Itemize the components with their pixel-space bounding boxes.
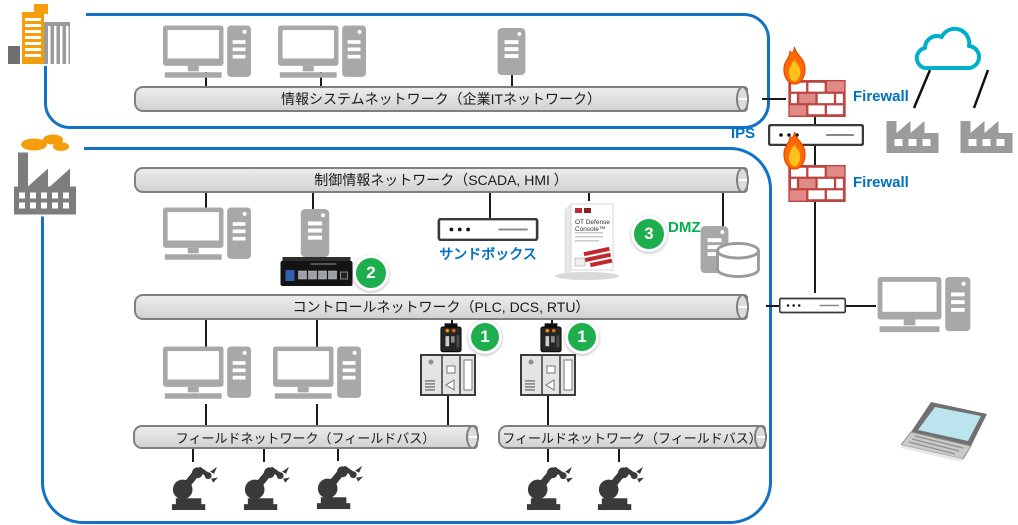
plc-device-icon (420, 354, 476, 396)
connector-line (320, 72, 322, 87)
connector-line (766, 305, 779, 307)
control-network-bus-label: コントロールネットワーク（PLC, DCS, RTU） (292, 299, 590, 315)
badge-2: 2 (353, 255, 389, 291)
scada-network-bus: 制御情報ネットワーク（SCADA, HMI ） (134, 167, 749, 193)
ot-defense-console-box-title: OT Defense Console™ (575, 219, 610, 234)
sandbox-label: サンドボックス (439, 246, 537, 262)
connector-line (337, 447, 339, 461)
connector-line (547, 449, 549, 462)
cloud-factory-links (912, 69, 990, 109)
desktop-computer-icon (876, 277, 972, 335)
database-cylinder-icon (714, 242, 762, 279)
connector-line (192, 449, 194, 462)
badge-1-left: 1 (468, 320, 502, 354)
flame-icon (779, 131, 810, 171)
desktop-computer-icon (273, 346, 361, 402)
connector-line (814, 202, 816, 293)
connector-line (722, 193, 724, 227)
connector-line (451, 320, 453, 325)
firewall-bottom-label: Firewall (853, 174, 909, 191)
connector-line (588, 193, 590, 201)
connector-line (205, 193, 207, 208)
connector-line (846, 305, 876, 307)
server-tower-icon (497, 28, 526, 75)
robot-arm-icon (166, 462, 219, 511)
connector-line (814, 146, 816, 166)
robot-arm-icon (521, 462, 574, 511)
connector-line (511, 74, 513, 87)
badge-3: 3 (631, 216, 667, 252)
ot-zone-border (41, 147, 772, 524)
robot-arm-icon (592, 462, 645, 511)
desktop-computer-icon (163, 207, 251, 263)
server-tower-icon (300, 209, 330, 257)
connector-line (205, 404, 207, 425)
cloud-icon (903, 22, 989, 76)
desktop-computer-icon (163, 25, 251, 81)
it-zone-border (44, 13, 770, 129)
connector-line (618, 449, 620, 462)
robot-arm-icon (238, 462, 291, 511)
scada-network-bus-label: 制御情報ネットワーク（SCADA, HMI ） (314, 172, 568, 188)
dmz-label: DMZ (668, 219, 701, 236)
it-network-bus: 情報システムネットワーク（企業ITネットワーク） (134, 86, 749, 112)
remote-factory-icon (884, 107, 941, 155)
robot-arm-icon (311, 460, 364, 511)
factory-icon (4, 130, 84, 217)
edge-ips-device-icon (540, 323, 562, 353)
connector-line (316, 320, 318, 348)
field-network-bus-left-label: フィールドネットワーク（フィールドバス） (175, 430, 436, 446)
connector-line (263, 449, 265, 462)
desktop-computer-icon (278, 25, 366, 81)
connector-line (205, 72, 207, 87)
connector-line (551, 320, 553, 325)
edge-ips-device-icon (440, 323, 462, 353)
field-network-bus-left: フィールドネットワーク（フィールドバス） (133, 425, 479, 449)
flame-icon (779, 46, 810, 86)
ips-label: IPS (731, 125, 756, 142)
connector-line (312, 193, 314, 210)
it-network-bus-label: 情報システムネットワーク（企業ITネットワーク） (280, 91, 602, 107)
connector-line (489, 193, 491, 219)
plc-device-icon (520, 354, 576, 396)
connector-line (205, 320, 207, 348)
field-network-bus-right-label: フィールドネットワーク（フィールドバス） (502, 430, 762, 446)
industrial-gateway-icon (280, 257, 353, 287)
badge-1-right: 1 (565, 320, 599, 354)
connector-line (316, 404, 318, 425)
laptop-icon (901, 402, 993, 464)
field-network-bus-right: フィールドネットワーク（フィールドバス） (498, 425, 767, 449)
sandbox-appliance-icon (436, 218, 540, 241)
remote-factory-icon (958, 107, 1015, 155)
connector-line (447, 396, 449, 425)
connector-line (762, 98, 786, 100)
connector-line (547, 396, 549, 425)
connector-line (814, 115, 816, 125)
ot-defense-console-box-icon (545, 200, 631, 280)
firewall-top-label: Firewall (853, 88, 909, 105)
network-appliance-icon (779, 294, 846, 317)
office-building-icon (6, 2, 86, 66)
control-network-bus: コントロールネットワーク（PLC, DCS, RTU） (134, 294, 749, 320)
desktop-computer-icon (163, 346, 251, 402)
